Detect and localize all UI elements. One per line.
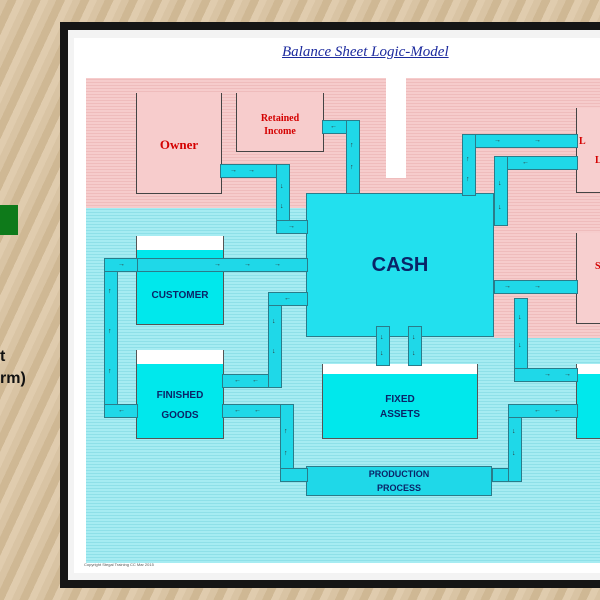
flow-arrow-left: ← <box>330 123 337 130</box>
flow-arrow-down: ↓ <box>280 203 284 210</box>
flow-arrow-right: → <box>214 261 221 268</box>
fixed-assets-label-2: ASSETS <box>379 409 420 420</box>
flow-arrow-down: ↓ <box>280 183 284 190</box>
flow-arrow-right: → <box>248 167 255 174</box>
flow-arrow-left: ← <box>534 407 541 414</box>
flow-arrow-right: → <box>534 137 541 144</box>
left-return-bottom-pipe <box>104 404 138 418</box>
retained-income-label-1: Retained <box>260 113 300 124</box>
flow-arrow-down: ↓ <box>272 348 276 355</box>
flow-arrow-down: ↓ <box>412 334 416 341</box>
flow-arrow-left: ← <box>118 407 125 414</box>
finished-goods-label-1: FINISHED <box>156 390 204 401</box>
flow-arrow-right: → <box>534 283 541 290</box>
cash-tank: CASH <box>306 193 494 337</box>
flow-arrow-right: → <box>564 371 571 378</box>
production-left-join-pipe <box>280 468 308 482</box>
cash-label: CASH <box>371 254 429 276</box>
flow-arrow-left: ← <box>252 377 259 384</box>
flow-arrow-left: ← <box>284 295 291 302</box>
production-process-pipe: PRODUCTION PROCESS <box>306 466 492 496</box>
diagram-title: Balance Sheet Logic-Model <box>282 44 449 60</box>
flow-arrow-up: ↑ <box>284 450 288 457</box>
flow-arrow-right: → <box>544 371 551 378</box>
flow-arrow-down: ↓ <box>512 450 516 457</box>
flow-arrow-down: ↓ <box>380 334 384 341</box>
flow-arrow-left: ← <box>234 407 241 414</box>
flow-arrow-right: → <box>118 261 125 268</box>
liability-label-3: S <box>595 261 600 272</box>
flow-arrow-right: → <box>244 261 251 268</box>
flow-arrow-up: ↑ <box>350 142 354 149</box>
fixed-assets-tank: FIXED ASSETS <box>322 364 478 439</box>
cash-to-right-pipe <box>494 280 578 294</box>
owner-to-cash-pipe <box>276 220 308 234</box>
cash-to-fixed-pipe-2 <box>408 326 422 366</box>
right-asset-to-production-pipe <box>508 404 578 418</box>
liability-tank-top: L L <box>576 108 600 193</box>
cash-to-right-asset-join-pipe <box>514 368 578 382</box>
flow-arrow-right: → <box>230 167 237 174</box>
copyright-note: Copyright Stegal Training CC Mar 2015 <box>84 562 154 567</box>
finished-goods-label-2: GOODS <box>161 410 199 421</box>
flow-arrow-down: ↓ <box>272 318 276 325</box>
production-label-2: PROCESS <box>376 483 421 493</box>
flow-arrow-down: ↓ <box>380 350 384 357</box>
cash-to-goods-up-pipe <box>268 292 282 388</box>
liability-tank-bottom: S <box>576 233 600 324</box>
flow-arrow-up: ↑ <box>108 288 112 295</box>
owner-tank: Owner <box>136 93 222 194</box>
flow-arrow-down: ↓ <box>498 180 502 187</box>
cash-to-fixed-pipe-1 <box>376 326 390 366</box>
fixed-assets-label-1: FIXED <box>385 394 415 405</box>
background-text-line2: rm) <box>0 370 26 387</box>
customer-label: CUSTOMER <box>151 290 209 301</box>
customer-to-cash-pipe <box>136 258 308 272</box>
flow-arrow-right: → <box>504 283 511 290</box>
flow-arrow-left: ← <box>522 159 529 166</box>
liability-label-1: L <box>579 136 586 147</box>
flow-arrow-up: ↑ <box>108 328 112 335</box>
flow-arrow-left: ← <box>234 377 241 384</box>
retained-income-label-2: Income <box>264 126 296 137</box>
customer-tank: CUSTOMER <box>136 236 224 325</box>
background-text-line1: t <box>0 348 6 365</box>
flow-arrow-down: ↓ <box>412 350 416 357</box>
liability-down-pipe-2 <box>494 156 508 226</box>
finished-goods-tank: FINISHED GOODS <box>136 350 224 439</box>
flow-arrow-up: ↑ <box>108 368 112 375</box>
liability-label-2: L <box>595 155 600 166</box>
left-return-pipe <box>104 258 118 418</box>
zone-gap <box>386 78 406 178</box>
owner-label: Owner <box>159 137 199 152</box>
flow-arrow-up: ↑ <box>284 428 288 435</box>
flow-arrow-down: ↓ <box>518 314 522 321</box>
left-return-top-pipe <box>104 258 138 272</box>
flow-arrow-down: ↓ <box>498 204 502 211</box>
retained-income-down-pipe <box>346 120 360 194</box>
cash-to-goods-top-pipe <box>268 292 308 306</box>
flow-arrow-right: → <box>494 137 501 144</box>
liability-down-pipe-1 <box>462 134 476 196</box>
flow-arrow-up: ↑ <box>350 164 354 171</box>
flow-arrow-up: ↑ <box>466 176 470 183</box>
production-label-1: PRODUCTION <box>368 469 430 479</box>
right-asset-tank <box>576 364 600 439</box>
flow-arrow-down: ↓ <box>512 428 516 435</box>
flow-arrow-left: ← <box>254 407 261 414</box>
flow-arrow-right: → <box>288 223 295 230</box>
green-marker <box>0 205 18 235</box>
flow-arrow-right: → <box>274 261 281 268</box>
flow-arrow-down: ↓ <box>518 342 522 349</box>
balance-sheet-diagram: Balance Sheet Logic-Model Owner Retained… <box>74 38 600 573</box>
flow-arrow-up: ↑ <box>466 156 470 163</box>
liability-pipe-1 <box>462 134 578 148</box>
flow-arrow-left: ← <box>554 407 561 414</box>
retained-income-tank: Retained Income <box>236 93 324 152</box>
